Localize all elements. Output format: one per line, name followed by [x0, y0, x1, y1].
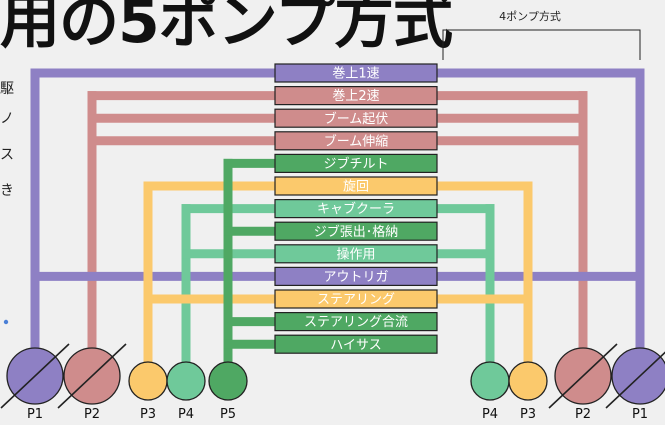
variable-pump-arrow-icon: [57, 343, 127, 409]
pump-right-p1: P1: [605, 347, 665, 422]
variable-pump-arrow-icon: [0, 343, 70, 409]
function-box: ブーム伸縮: [274, 131, 438, 151]
side-text-1: 駆: [0, 81, 14, 97]
function-box-fill: [274, 244, 438, 264]
function-label: キャブクーラ: [317, 201, 395, 217]
pump-right-p3: P3: [508, 361, 548, 422]
variable-pump-arrow-icon: [548, 343, 618, 409]
pump-circle: [166, 361, 206, 401]
function-label: ステアリング: [317, 293, 395, 308]
side-text-4: き: [0, 183, 14, 199]
function-label: 巻上1速: [332, 67, 379, 82]
function-label: ブーム伸縮: [324, 133, 389, 149]
function-box-fill: [274, 176, 438, 196]
four-pump-bracket: [442, 29, 641, 60]
pump-label: P5: [220, 407, 236, 422]
variable-pump-arrow-icon: [605, 351, 665, 409]
function-box: キャブクーラ: [274, 199, 438, 219]
function-label: アウトリガ: [323, 270, 388, 285]
function-label: ジブ張出･格納: [314, 224, 399, 240]
pump-label: P1: [27, 407, 43, 422]
function-box: ステアリング: [274, 289, 438, 309]
pump-circle: [470, 361, 510, 401]
edge-dot: [3, 319, 9, 325]
function-box-fill: [274, 266, 438, 286]
page-title: 用の5ポンプ方式: [0, 0, 453, 57]
function-box-fill: [274, 289, 438, 309]
pump-label: P4: [482, 407, 498, 422]
function-box: ジブ張出･格納: [274, 221, 438, 241]
pump-right-p4: P4: [470, 361, 510, 422]
pump-right-p2: P2: [548, 343, 618, 422]
function-box-fill: [274, 312, 438, 332]
pump-label: P3: [520, 407, 536, 422]
function-label: 巻上2速: [332, 89, 379, 104]
pumps: P1 P2 P3 P4 P5 P4 P3 P2 P1: [0, 343, 665, 422]
function-box: ジブチルト: [274, 153, 438, 173]
function-box: 操作用: [274, 244, 438, 264]
bracket-line: [442, 29, 641, 60]
function-box: ステアリング合流: [274, 312, 438, 332]
function-label: ブーム起伏: [324, 111, 389, 127]
pump-left-p2: P2: [57, 343, 127, 422]
function-box: 巻上1速: [274, 63, 438, 83]
function-box-fill: [274, 199, 438, 219]
side-text-2: ノ: [0, 111, 14, 127]
pump-left-p3: P3: [128, 361, 168, 422]
function-box: アウトリガ: [274, 266, 438, 286]
pump-left-p5: P5: [208, 361, 248, 422]
pump-circle: [208, 361, 248, 401]
pump-label: P4: [178, 407, 194, 422]
pump-label: P1: [632, 407, 648, 422]
pump-label: P2: [575, 407, 591, 422]
pump-label: P3: [140, 407, 156, 422]
function-label: 操作用: [336, 246, 375, 262]
function-box-fill: [274, 153, 438, 173]
pump-circle: [508, 361, 548, 401]
pipe-lines: [30, 68, 645, 378]
side-text-3: ス: [0, 147, 14, 163]
function-label: ステアリング合流: [304, 315, 408, 330]
pump-left-p1: P1: [0, 343, 70, 422]
function-box-fill: [274, 85, 438, 106]
function-box: ハイサス: [274, 334, 438, 354]
function-box-fill: [274, 131, 438, 151]
pump-label: P2: [84, 407, 100, 422]
function-boxes: 巻上1速巻上2速ブーム起伏ブーム伸縮ジブチルト旋回キャブクーラジブ張出･格納操作…: [274, 63, 438, 354]
function-label: ジブチルト: [323, 156, 388, 172]
function-box: 巻上2速: [274, 85, 438, 106]
function-box-fill: [274, 63, 438, 83]
function-label: 旋回: [343, 180, 369, 195]
function-box-fill: [274, 108, 438, 128]
four-pump-label: 4ポンプ方式: [499, 10, 561, 23]
function-box-fill: [274, 334, 438, 354]
pump-circle: [128, 361, 168, 401]
function-box-fill: [274, 221, 438, 241]
function-label: ハイサス: [330, 338, 381, 353]
pump-left-p4: P4: [166, 361, 206, 422]
function-box: ブーム起伏: [274, 108, 438, 128]
function-box: 旋回: [274, 176, 438, 196]
